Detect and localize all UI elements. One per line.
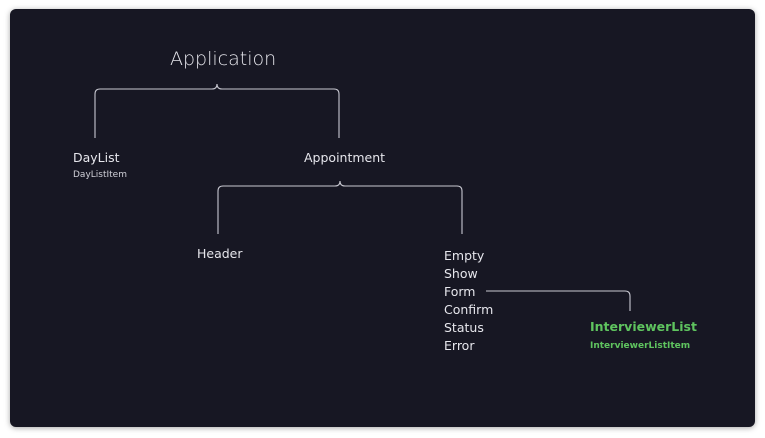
application-node: Application xyxy=(170,48,277,70)
diagram-canvas xyxy=(10,9,755,427)
mode-error: Error xyxy=(444,338,475,353)
interviewerlistitem-node: InterviewerListItem xyxy=(590,341,691,351)
appointment-modes-list: Empty Show Form Confirm Status Error xyxy=(444,247,493,355)
mode-empty: Empty xyxy=(444,248,485,263)
daylist-node: DayList xyxy=(73,150,120,165)
mode-confirm: Confirm xyxy=(444,302,494,317)
mode-status: Status xyxy=(444,320,484,335)
daylistitem-node: DayListItem xyxy=(73,170,127,180)
mode-show: Show xyxy=(444,266,478,281)
header-node: Header xyxy=(197,246,243,261)
interviewerlist-node: InterviewerList xyxy=(590,319,697,334)
mode-form: Form xyxy=(444,284,476,299)
appointment-node: Appointment xyxy=(304,150,386,165)
